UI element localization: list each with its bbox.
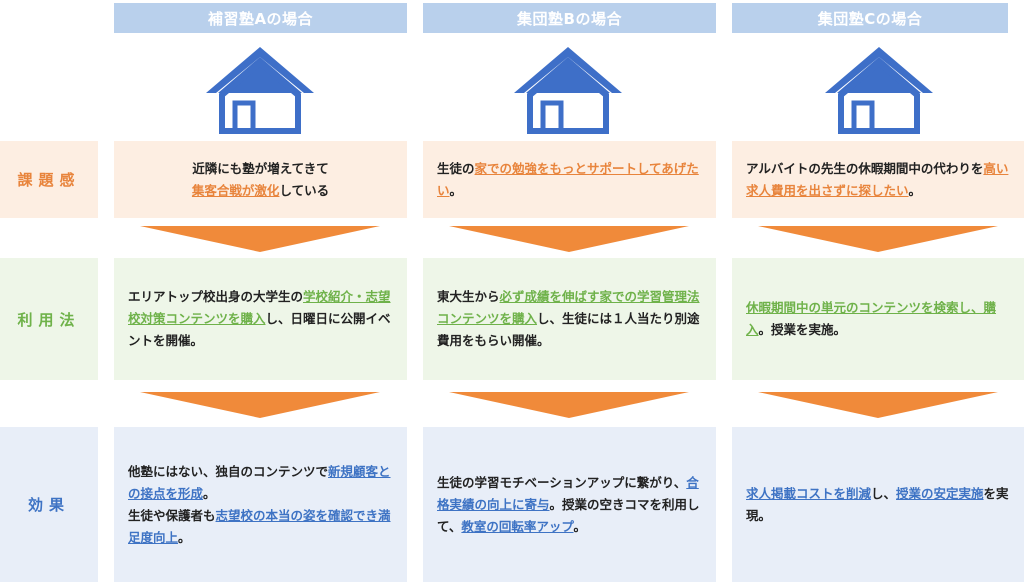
column-header-c: 集団塾Cの場合	[732, 3, 1008, 33]
column-header-b: 集団塾Bの場合	[423, 3, 716, 33]
challenge-cell-c: アルバイトの先生の休暇期間中の代わりを高い求人費用を出さずに探したい。	[732, 141, 1024, 218]
effect-cell-c: 求人掲載コストを削減し、授業の安定実施を実現。	[732, 427, 1024, 582]
down-arrow-icon	[449, 226, 689, 252]
effect-cell-a: 他塾にはない、独自のコンテンツで新規顧客との接点を形成。 生徒や保護者も志望校の…	[114, 427, 407, 582]
usage-cell-b: 東大生から必ず成績を伸ばす家での学習管理法コンテンツを購入し、生徒には１人当たり…	[423, 258, 716, 380]
house-icon	[206, 47, 314, 134]
down-arrow-icon	[449, 392, 689, 418]
down-arrow-icon	[140, 226, 380, 252]
usage-cell-a: エリアトップ校出身の大学生の学校紹介・志望校対策コンテンツを購入し、日曜日に公開…	[114, 258, 407, 380]
down-arrow-icon	[758, 392, 998, 418]
challenge-cell-b: 生徒の家での勉強をもっとサポートしてあげたい。	[423, 141, 716, 218]
row-label-usage: 利用法	[0, 258, 98, 380]
down-arrow-icon	[140, 392, 380, 418]
house-icon	[825, 47, 933, 134]
down-arrow-icon	[758, 226, 998, 252]
usage-cell-c: 休暇期間中の単元のコンテンツを検索し、購入。授業を実施。	[732, 258, 1024, 380]
house-icon	[514, 47, 622, 134]
row-label-effect: 効果	[0, 427, 98, 582]
effect-cell-b: 生徒の学習モチベーションアップに繋がり、合格実績の向上に寄与。授業の空きコマを利…	[423, 427, 716, 582]
column-header-a: 補習塾Aの場合	[114, 3, 407, 33]
challenge-cell-a: 近隣にも塾が増えてきて 集客合戦が激化している	[114, 141, 407, 218]
row-label-challenge: 課題感	[0, 141, 98, 218]
